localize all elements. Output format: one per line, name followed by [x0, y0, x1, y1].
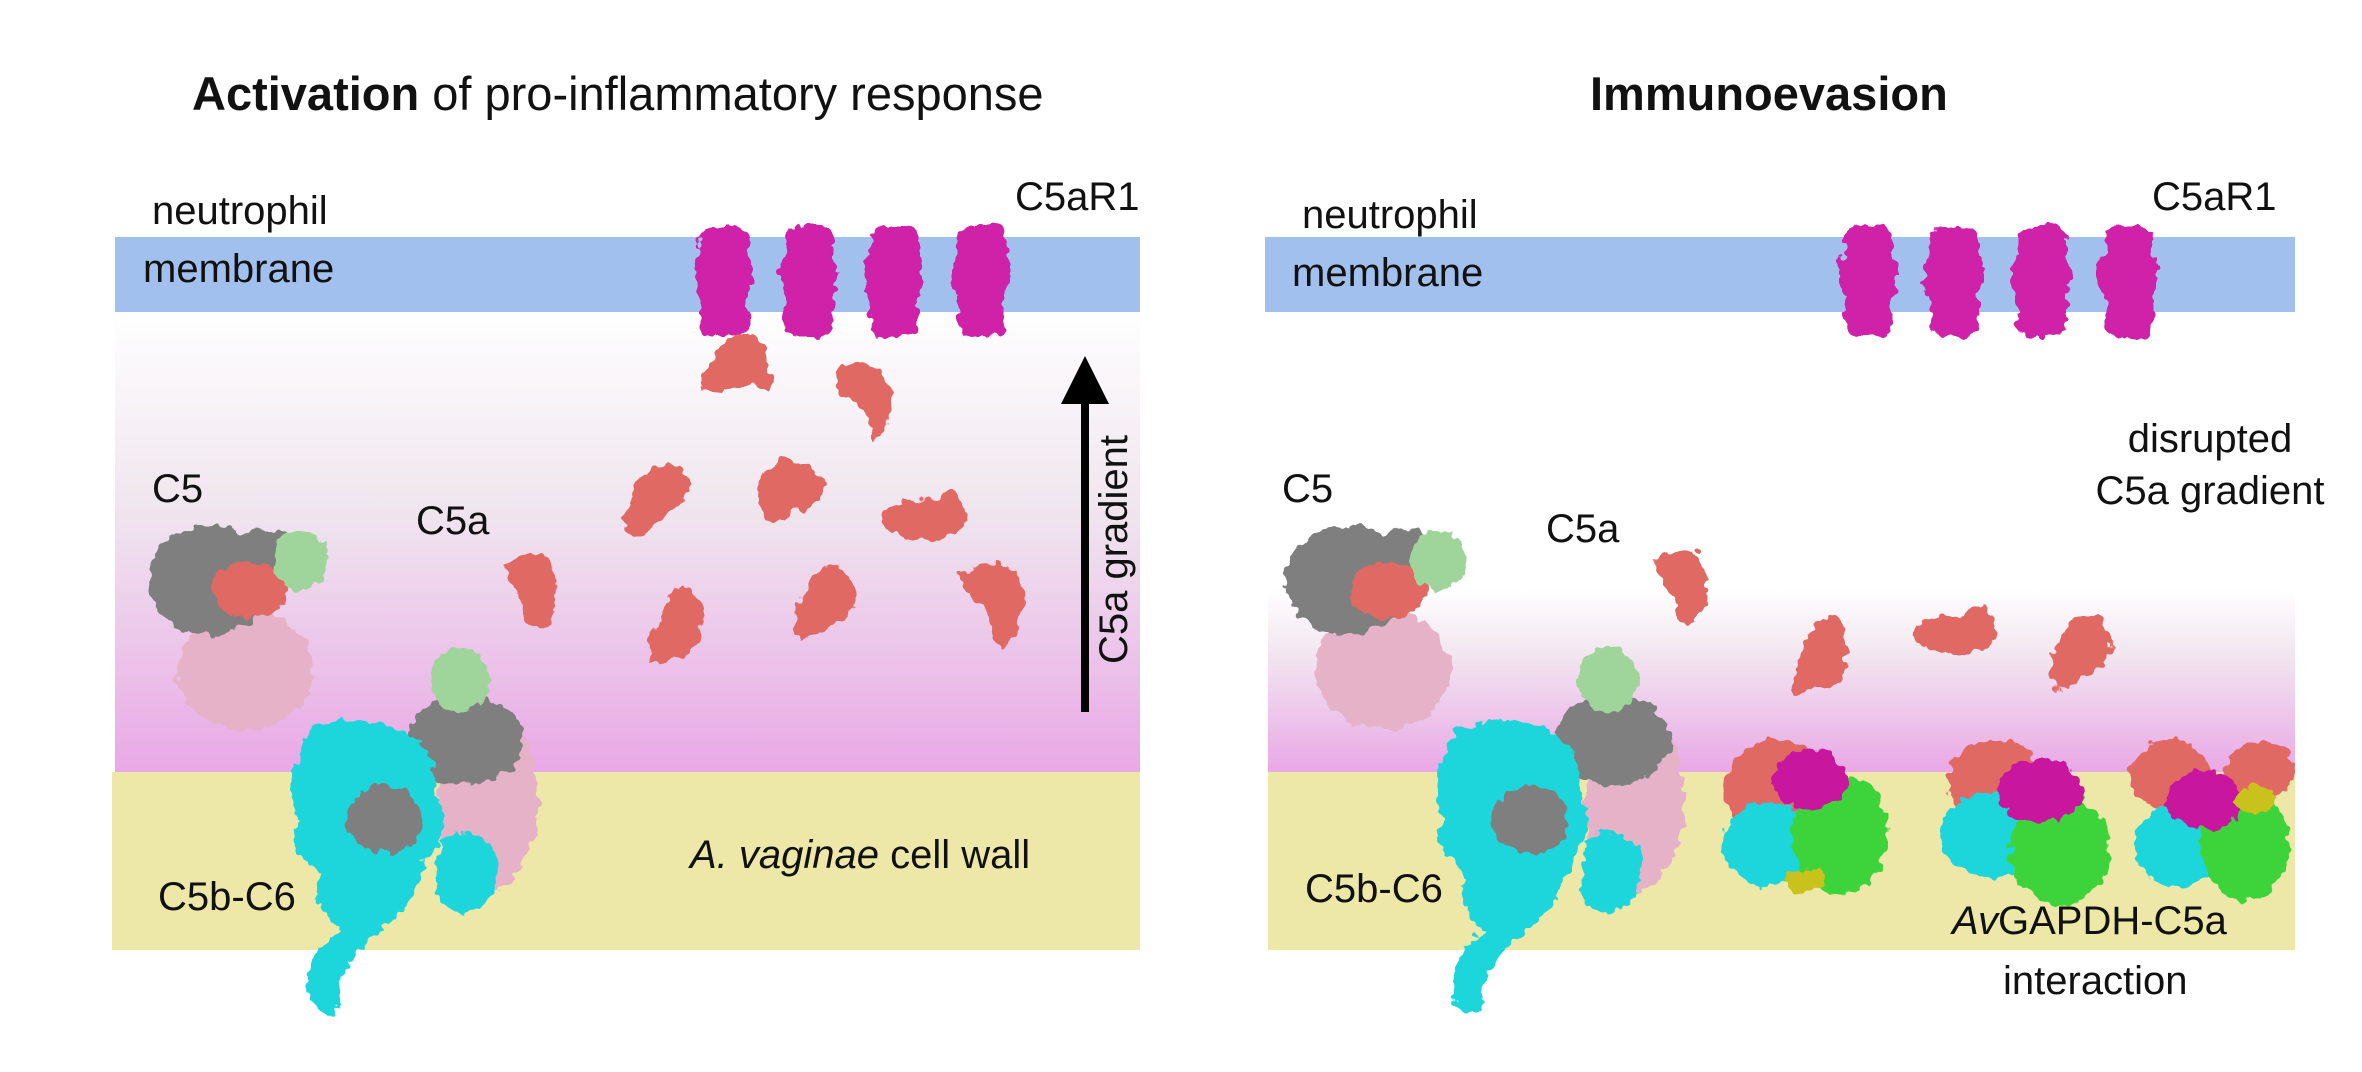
c5a-molecule — [505, 553, 557, 630]
panel-right — [1265, 225, 2295, 1014]
c5a-molecule — [2050, 614, 2111, 690]
left-c5-label: C5 — [152, 467, 204, 511]
right-disrupted-label-2: C5a gradient — [2095, 469, 2325, 513]
left-c5b-c6-label: C5b-C6 — [158, 875, 296, 919]
c5ar1-receptor — [1839, 225, 1897, 337]
c5-complex-left — [148, 525, 328, 730]
c5ar1-receptor — [952, 225, 1010, 337]
c5a-molecule — [835, 362, 894, 440]
gapdh-complexes — [1722, 740, 2295, 905]
right-c5a-label: C5a — [1546, 507, 1620, 551]
c5a-molecule — [795, 564, 856, 640]
right-c5b-c6-label: C5b-C6 — [1305, 867, 1443, 911]
right-gapdh-label-italic: Av — [1952, 899, 1998, 943]
c5a-molecule — [1655, 548, 1707, 625]
c5a-molecule — [960, 563, 1024, 650]
c5a-molecule — [884, 490, 967, 540]
c5ar1-receptors-right — [1839, 225, 2157, 337]
c5a-molecule — [1914, 605, 1997, 655]
left-wall-label: A. vaginae cell wall — [690, 830, 1030, 880]
c5b-c6-complex-left — [292, 648, 538, 1014]
c5a-molecule — [1793, 615, 1846, 695]
left-wall-label-rest: cell wall — [879, 833, 1031, 877]
right-interaction-label: interaction — [2003, 959, 2188, 1003]
right-membrane-label-2: membrane — [1292, 251, 1484, 295]
left-receptor-label: C5aR1 — [1015, 175, 1140, 219]
cell-wall-left — [112, 772, 1140, 950]
c5ar1-receptor — [2099, 225, 2157, 337]
c5a-molecule — [623, 464, 690, 540]
c5ar1-receptor — [694, 225, 752, 337]
left-wall-label-italic: A. vaginae — [690, 833, 880, 877]
left-membrane-label-1: neutrophil — [152, 189, 328, 233]
right-c5-label: C5 — [1282, 467, 1334, 511]
right-panel-title: Immunoevasion — [1590, 66, 1948, 121]
c5b-c6-complex-right — [1437, 648, 1685, 1014]
left-title-bold: Activation — [192, 67, 420, 120]
c5a-molecules-left — [505, 335, 1024, 665]
c5-complex-right — [1286, 525, 1466, 730]
c5a-molecules-right — [1655, 548, 2111, 695]
right-gapdh-label-rest: GAPDH-C5a — [1997, 899, 2227, 943]
left-membrane-label-2: membrane — [143, 247, 335, 291]
c5ar1-receptor — [779, 225, 837, 337]
right-gapdh-label: AvGAPDH-C5a — [1952, 896, 2227, 946]
right-disrupted-label-1: disrupted — [2127, 417, 2293, 461]
right-title-bold: Immunoevasion — [1590, 67, 1948, 120]
c5ar1-receptor — [864, 225, 922, 337]
c5a-molecule — [700, 335, 774, 394]
c5ar1-receptor — [1924, 225, 1982, 337]
gapdh-complex — [1940, 740, 2110, 905]
c5ar1-receptors-left — [694, 225, 1010, 337]
c5a-molecule — [758, 459, 825, 522]
panel-left — [112, 225, 1140, 1014]
right-receptor-label: C5aR1 — [2152, 175, 2277, 219]
left-gradient-label: C5a gradient — [1092, 434, 1136, 664]
gapdh-complex — [1722, 740, 1888, 895]
right-membrane-label-1: neutrophil — [1302, 193, 1478, 237]
c5ar1-receptor — [2012, 225, 2070, 337]
left-panel-title: Activation of pro-inflammatory response — [192, 66, 1044, 121]
c5a-molecule — [648, 585, 701, 665]
gapdh-complex — [2130, 740, 2295, 900]
left-c5a-label: C5a — [416, 499, 490, 543]
left-title-rest: of pro-inflammatory response — [419, 67, 1044, 120]
